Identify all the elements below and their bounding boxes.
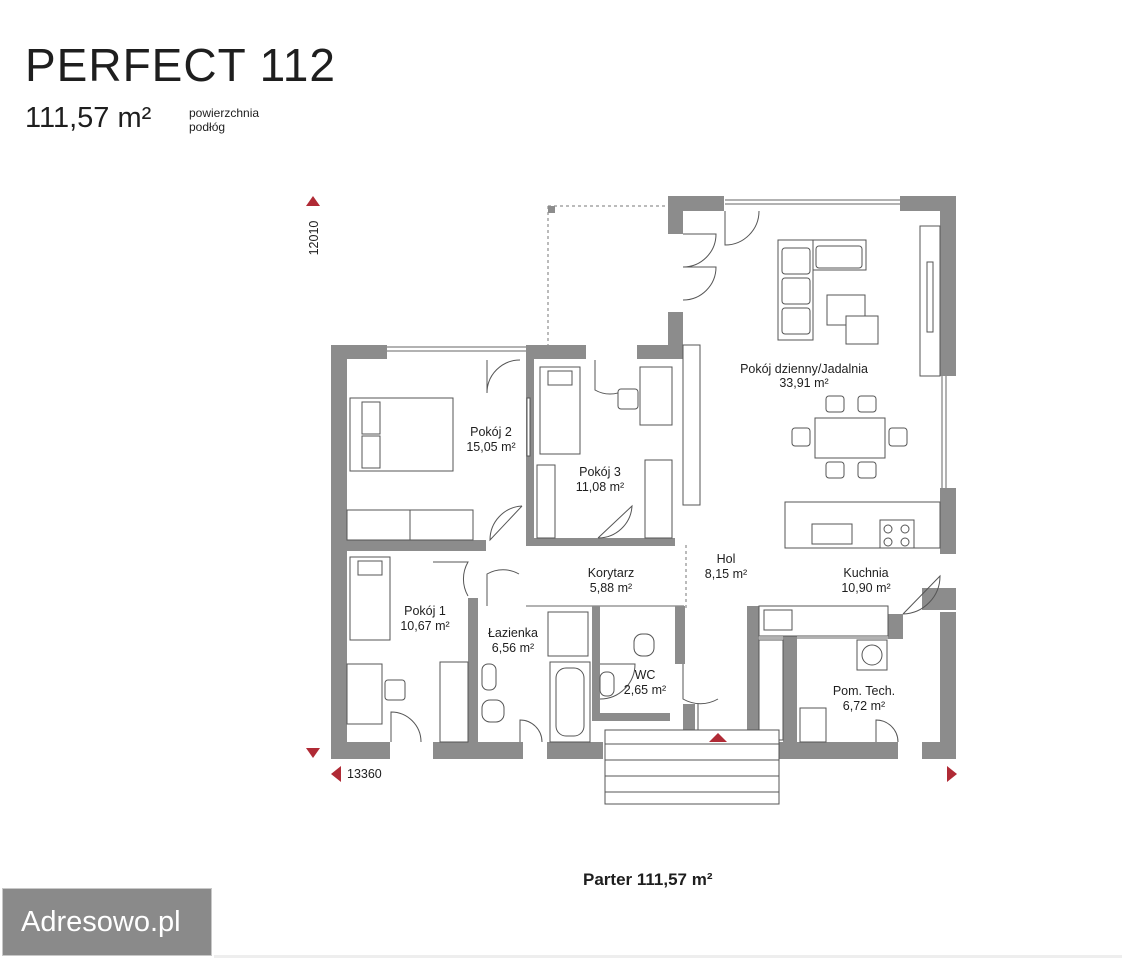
room-labels: Pokój dzienny/Jadalnia 33,91 m² Pokój 2 …	[400, 362, 895, 713]
walls	[331, 196, 956, 759]
room-area: 6,72 m²	[843, 699, 885, 713]
watermark-logo: Adresowo.pl	[2, 888, 212, 956]
room-area: 10,67 m²	[400, 619, 449, 633]
room-area: 6,56 m²	[492, 641, 534, 655]
room-name: Kuchnia	[843, 566, 888, 580]
room-area: 2,65 m²	[624, 683, 666, 697]
furniture	[346, 225, 941, 743]
room-area: 33,91 m²	[779, 376, 828, 390]
width-dimension-label: 13360	[347, 767, 382, 781]
room-area: 5,88 m²	[590, 581, 632, 595]
room-name: Pokój 2	[470, 425, 512, 439]
area-note-line-1: powierzchnia	[189, 106, 260, 120]
room-name: Pom. Tech.	[833, 684, 895, 698]
total-area: 111,57 m²	[25, 102, 152, 134]
area-note: powierzchnia podłóg	[189, 106, 279, 134]
room-name: Pokój 1	[404, 604, 446, 618]
room-area: 10,90 m²	[841, 581, 890, 595]
room-name: WC	[635, 668, 656, 682]
width-dimension-right-arrow-icon	[947, 766, 957, 782]
width-dimension-left-arrow-icon	[331, 766, 341, 782]
room-name: Pokój dzienny/Jadalnia	[740, 362, 868, 376]
room-area: 11,08 m²	[576, 480, 624, 494]
floor-caption: Parter 111,57 m²	[583, 870, 713, 889]
terrace-outline	[547, 205, 687, 608]
height-dimension-top-arrow-icon	[306, 196, 320, 206]
plan-title: PERFECT 112	[25, 39, 336, 91]
entrance-arrow-icon	[709, 733, 727, 742]
entrance-steps	[604, 729, 780, 805]
terrace-corner-post	[548, 206, 555, 213]
room-area: 15,05 m²	[466, 440, 515, 454]
height-dimension-label: 12010	[307, 221, 321, 256]
room-name: Łazienka	[488, 626, 538, 640]
bottom-divider	[214, 955, 1122, 958]
area-note-line-2: podłóg	[189, 120, 226, 134]
room-area: 8,15 m²	[705, 567, 747, 581]
height-dimension-bottom-arrow-icon	[306, 748, 320, 758]
room-name: Hol	[717, 552, 736, 566]
room-name: Pokój 3	[579, 465, 621, 479]
room-name: Korytarz	[588, 566, 635, 580]
